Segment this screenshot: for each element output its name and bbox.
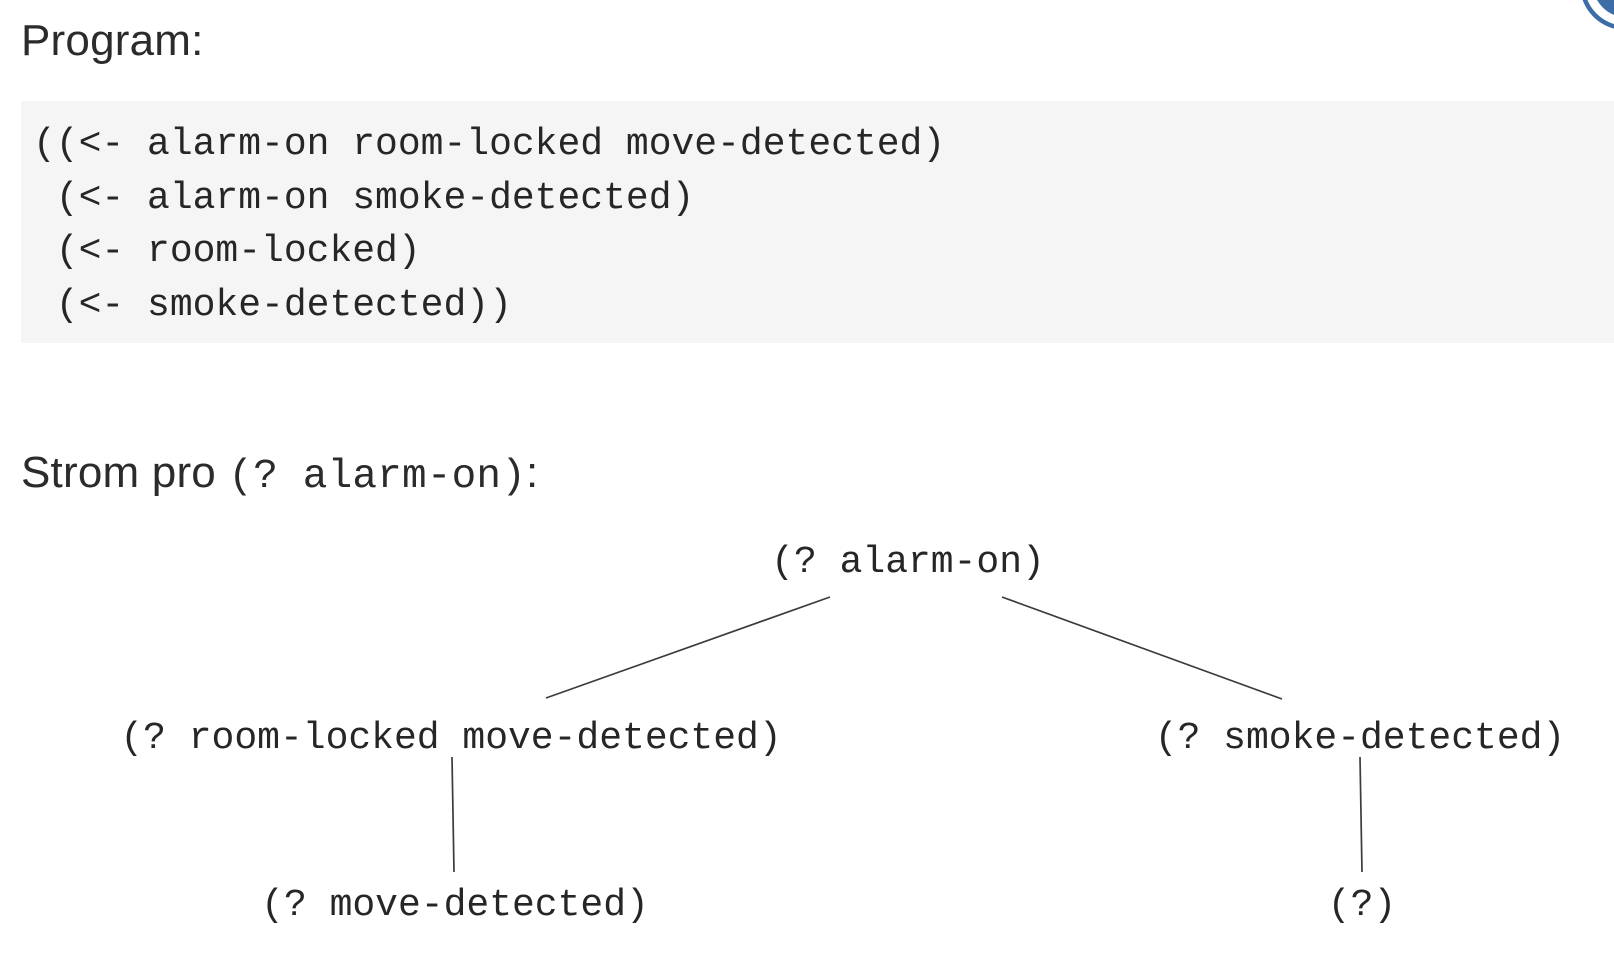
- code-line-3: (<- room-locked): [33, 230, 421, 273]
- tree-node-right-leaf: (?): [1327, 884, 1397, 927]
- code-line-4: (<- smoke-detected)): [33, 283, 512, 327]
- tree-node-root: (? alarm-on): [771, 541, 1045, 584]
- tree-edge-left-to-leaf: [451, 756, 455, 873]
- tree-node-right-child: (? smoke-detected): [1154, 717, 1566, 760]
- program-heading: Program:: [21, 16, 204, 65]
- tree-edge-root-to-right: [1001, 596, 1283, 700]
- corner-logo-icon: [1582, 0, 1614, 29]
- code-line-2: (<- alarm-on smoke-detected): [33, 176, 695, 220]
- tree-heading-prefix: Strom pro: [21, 448, 229, 497]
- program-code: ((<- alarm-on room-locked move-detected)…: [21, 101, 1614, 332]
- tree-edge-root-to-left: [545, 596, 831, 699]
- tree-heading: Strom pro (? alarm-on):: [21, 448, 538, 500]
- tree-node-left-leaf: (? move-detected): [261, 884, 649, 927]
- code-line-1: ((<- alarm-on room-locked move-detected): [33, 123, 946, 166]
- tree-heading-suffix: :: [526, 448, 539, 497]
- tree-edge-right-to-leaf: [1359, 756, 1363, 873]
- tree-heading-query: (? alarm-on): [228, 454, 527, 500]
- tree-node-left-child: (? room-locked move-detected): [120, 717, 782, 760]
- program-code-block: ((<- alarm-on room-locked move-detected)…: [21, 101, 1614, 343]
